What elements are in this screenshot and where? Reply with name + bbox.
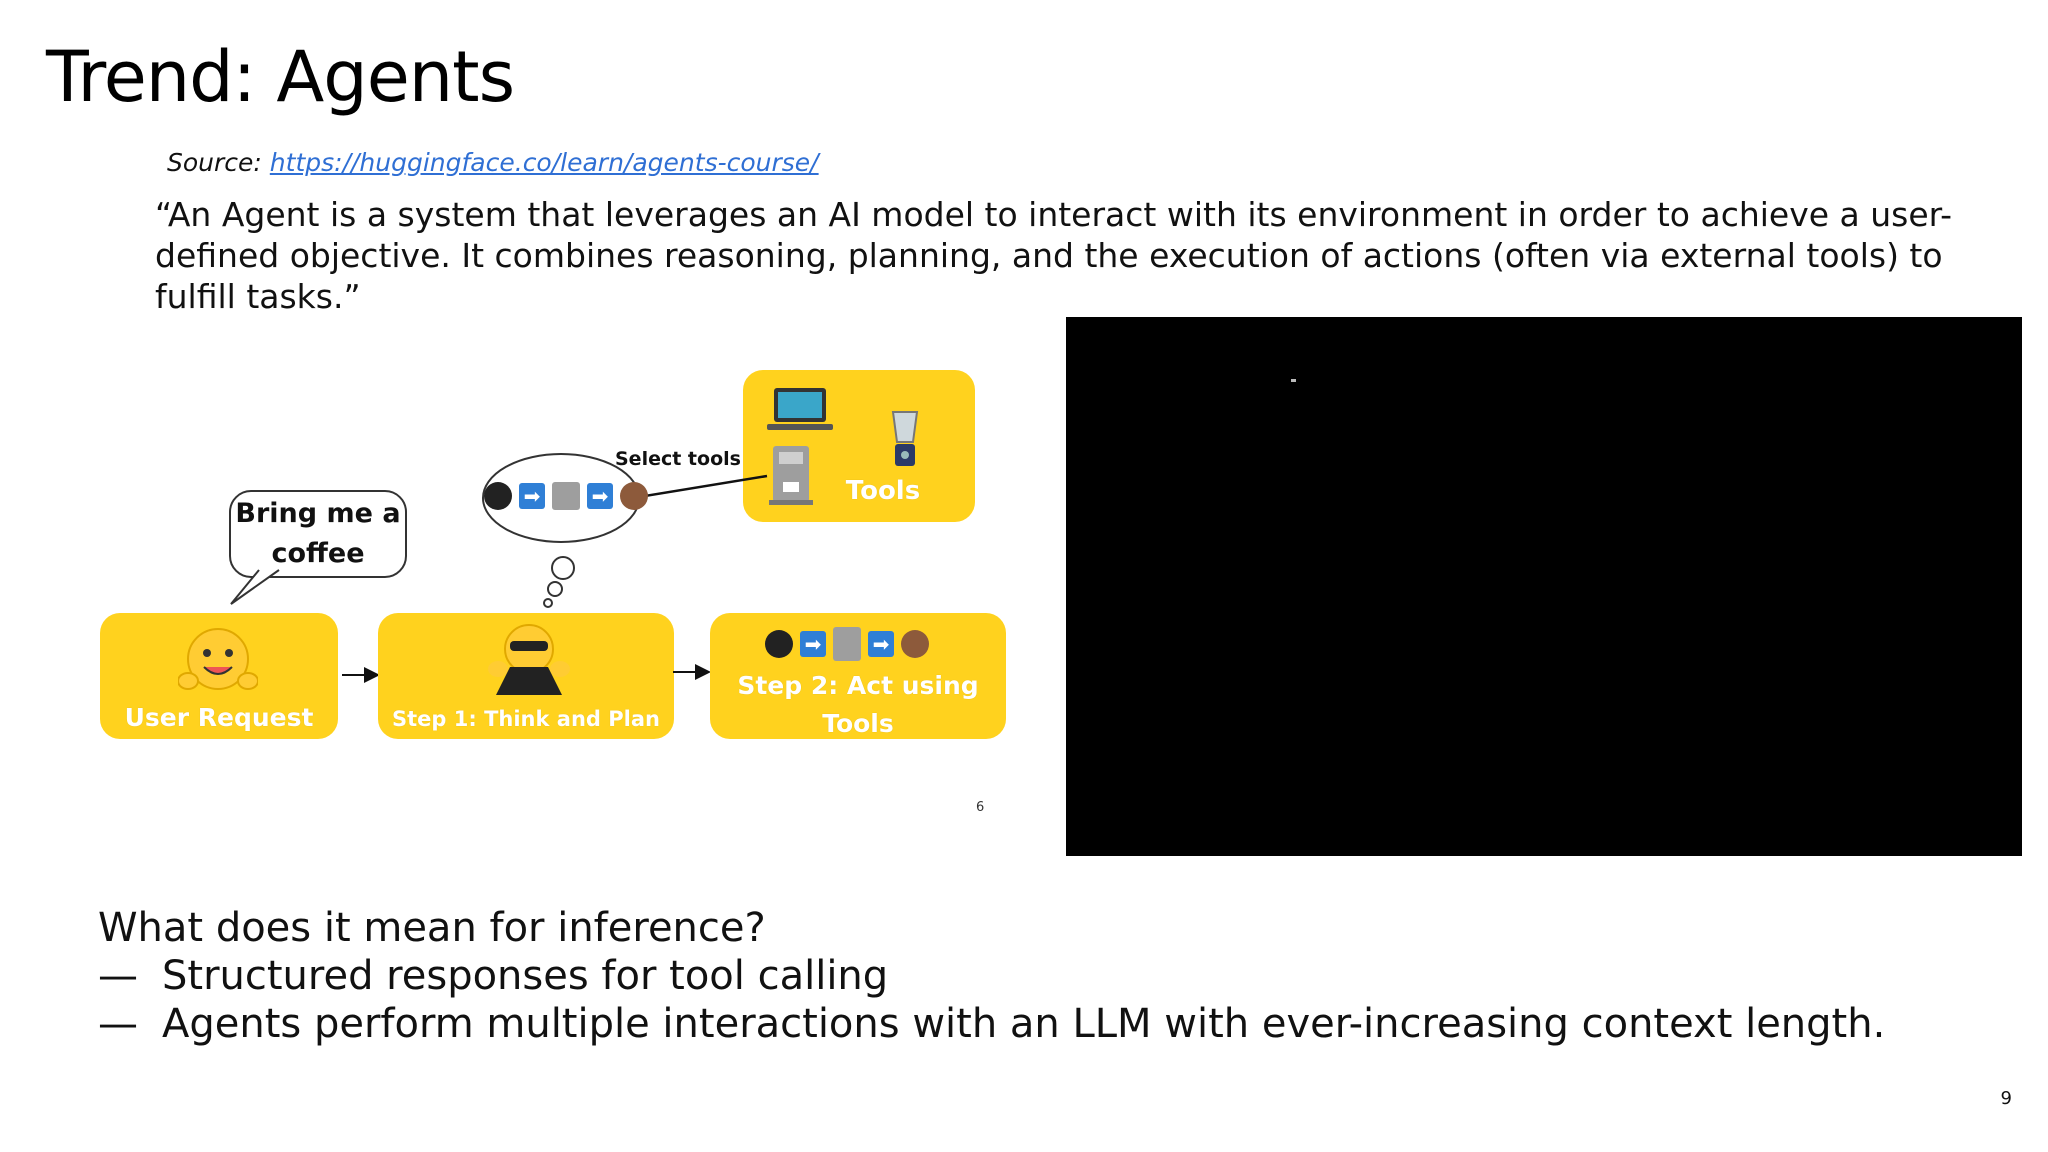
bullet-item: — Structured responses for tool calling [98,952,1885,1000]
inference-question: What does it mean for inference? [98,905,766,951]
agent-diagram: Tools Select tools ➡➡ Bring me a coffee … [95,360,1015,830]
bullet-marker: — [98,1001,138,1047]
coffee-machine-icon [833,627,861,661]
inner-page-number: 6 [976,800,985,815]
source-link[interactable]: https://huggingface.co/learn/agents-cour… [269,148,819,177]
coffee-machine-icon [767,442,815,510]
tools-box: Tools [743,370,975,522]
speech-bubble-tail [230,569,280,605]
laptop-icon [765,384,835,440]
video-artifact [1291,379,1296,382]
arrow-right-icon: ➡ [587,483,613,509]
agent-face-icon [765,630,793,658]
arrow-right-icon: ➡ [868,631,894,657]
step1-box: Step 1: Think and Plan [378,613,674,739]
source-line: Source: https://huggingface.co/learn/age… [167,148,819,177]
agent-face-icon [484,482,512,510]
step2-box: ➡➡ Step 2: Act using Tools [710,613,1006,739]
slide-title: Trend: Agents [46,36,515,118]
thought-steps: ➡➡ [481,482,651,510]
user-request-box: User Request [100,613,338,739]
thought-cloud [482,453,640,608]
user-request-label: User Request [124,703,314,732]
bullet-text: Agents perform multiple interactions wit… [162,1001,1886,1047]
select-tools-label: Select tools [615,448,741,470]
bullet-item: — Agents perform multiple interactions w… [98,1000,1885,1048]
agent-definition-quote: “An Agent is a system that leverages an … [155,195,1953,316]
bullet-marker: — [98,953,138,999]
step2-icons: ➡➡ [762,627,932,661]
video-panel[interactable] [1066,317,2022,856]
step1-label: Step 1: Think and Plan [392,707,660,731]
step2-label: Step 2: Act using Tools [737,671,979,738]
agent-hugging-face-icon [486,619,572,699]
page-number: 9 [2000,1088,2012,1109]
coffee-cup-icon [901,630,929,658]
arrow-right-icon: ➡ [800,631,826,657]
arrow-right-icon: ➡ [519,483,545,509]
flow-arrow-1 [342,667,380,683]
hugging-face-icon [177,623,259,703]
inference-section: What does it mean for inference? — Struc… [98,904,1885,1048]
flow-arrow-2 [673,664,711,680]
blender-icon [885,408,925,474]
speech-bubble: Bring me a coffee [229,490,407,578]
coffee-cup-icon [620,482,648,510]
coffee-machine-icon [552,482,580,510]
tools-label: Tools [845,476,921,506]
bullet-text: Structured responses for tool calling [162,953,889,999]
source-prefix: Source: [167,148,270,177]
